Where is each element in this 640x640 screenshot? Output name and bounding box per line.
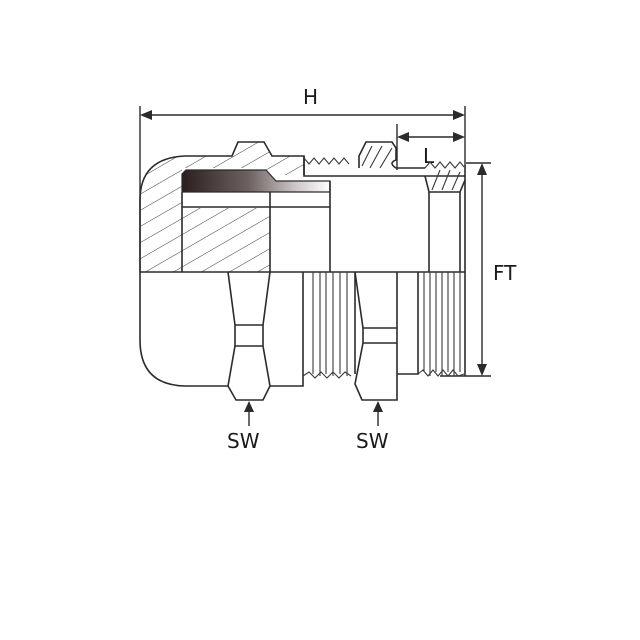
sw-callout-cap: SW — [227, 401, 260, 453]
sw-label-body: SW — [356, 429, 389, 453]
dimension-h-label: H — [303, 85, 318, 109]
section-view — [139, 141, 466, 376]
sw-label-cap: SW — [227, 429, 260, 453]
dimension-l-label: L — [423, 144, 435, 168]
dimension-ft-label: FT — [493, 261, 517, 285]
exterior-view — [139, 271, 465, 401]
dimension-ft: FT — [440, 162, 517, 377]
sw-callout-body: SW — [356, 401, 389, 453]
dimension-l: L — [396, 124, 465, 170]
